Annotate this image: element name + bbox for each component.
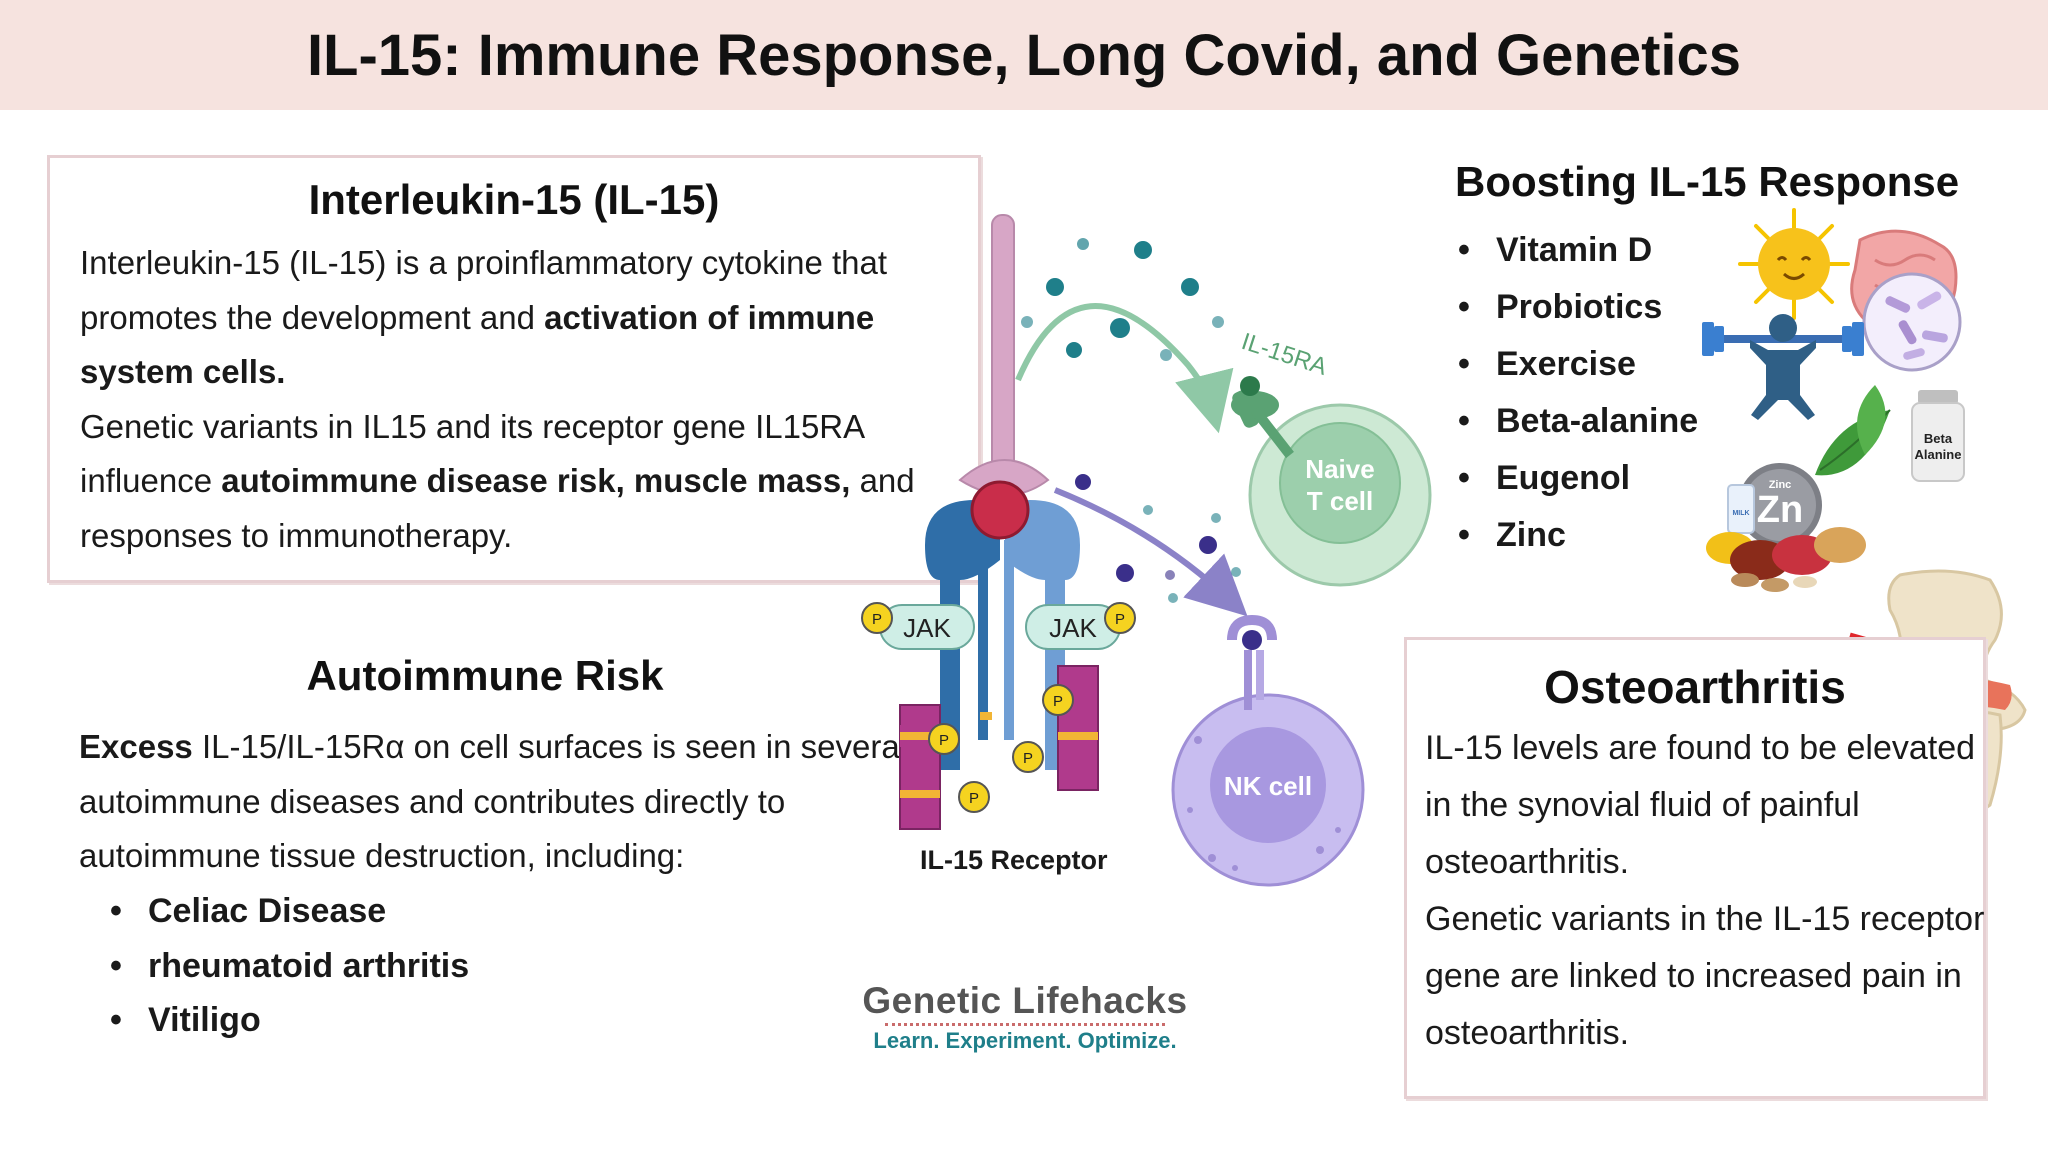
osteoarthritis-box: Osteoarthritis IL-15 levels are found to… <box>1404 637 1986 1099</box>
il15ra-receptor <box>1231 376 1294 459</box>
page-title: IL-15: Immune Response, Long Covid, and … <box>306 22 1742 88</box>
il15-p1-text: Interleukin-15 (IL-15) is a proinflammat… <box>80 244 888 336</box>
list-item: Vitiligo <box>110 993 469 1048</box>
il15-molecules-purple <box>1075 474 1217 582</box>
list-item: rheumatoid arthritis <box>110 939 469 994</box>
zinc-small-label: Zinc <box>1769 479 1792 491</box>
autoimmune-bold-lead: Excess <box>79 728 193 765</box>
list-item: Eugenol <box>1458 450 1698 507</box>
naive-t-cell: Naive T cell <box>1248 403 1432 587</box>
il15-p2-bold: autoimmune disease risk, muscle mass, <box>221 462 851 499</box>
sun-icon <box>1738 208 1850 320</box>
boosting-illustrations: Beta Alanine Zinc Zn MILK <box>1702 208 1965 592</box>
il15-receptor-alpha-chain <box>958 214 1050 496</box>
exercise-icon <box>1702 314 1864 420</box>
jak-left: JAK <box>879 604 975 650</box>
il15-molecules <box>1021 238 1241 603</box>
jak-left-label: JAK <box>903 613 951 643</box>
phosphate-label: P <box>1053 693 1063 710</box>
phosphate-label: P <box>1115 611 1125 628</box>
phosphate-label: P <box>872 611 882 628</box>
bottle-label-line2: Alanine <box>1915 447 1962 462</box>
logo-tagline: Learn. Experiment. Optimize. <box>873 1028 1177 1053</box>
logo-divider <box>885 1022 1165 1026</box>
zinc-icon: Zinc Zn <box>1738 463 1822 547</box>
il15-box-title: Interleukin-15 (IL-15) <box>308 176 720 223</box>
il15-receptor-label: IL-15 Receptor <box>920 845 1108 875</box>
naive-tcell-label-line1: Naive <box>1305 454 1374 484</box>
boosting-title: Boosting IL-15 Response <box>1455 158 1960 205</box>
autoimmune-description: Excess IL-15/IL-15Rα on cell surfaces is… <box>79 720 919 884</box>
zinc-symbol: Zn <box>1757 489 1803 531</box>
autoimmune-title: Autoimmune Risk <box>306 652 664 699</box>
supplement-bottle-icon: Beta Alanine <box>1911 390 1965 482</box>
naive-tcell-label-line2: T cell <box>1307 486 1373 516</box>
nk-cell-label: NK cell <box>1224 771 1312 801</box>
stat-kinase-left <box>899 704 941 830</box>
il15-p2-end: and responses to immunotherapy. <box>80 462 915 554</box>
bottle-label-line1: Beta <box>1924 431 1953 446</box>
phosphate-icons: P P P P P P <box>861 602 1136 813</box>
nk-receptor <box>1227 614 1277 710</box>
boosting-list: Vitamin D Probiotics Exercise Beta-alani… <box>1458 222 1698 564</box>
list-item: Exercise <box>1458 336 1698 393</box>
list-item: Beta-alanine <box>1458 393 1698 450</box>
autoimmune-disease-list: Celiac Disease rheumatoid arthritis Viti… <box>110 884 469 1048</box>
phosphate-label: P <box>1023 750 1033 767</box>
phosphate-label: P <box>939 732 949 749</box>
phosphate-label: P <box>969 790 979 807</box>
il15-ligand <box>970 480 1030 540</box>
list-item: Vitamin D <box>1458 222 1698 279</box>
logo-name: Genetic Lifehacks <box>862 980 1188 1021</box>
nk-cell: NK cell <box>1171 693 1365 887</box>
osteoarthritis-p2: Genetic variants in the IL-15 receptor g… <box>1425 900 1985 1052</box>
osteoarthritis-description: IL-15 levels are found to be elevated in… <box>1425 720 1985 1062</box>
list-item: Zinc <box>1458 507 1698 564</box>
stat-kinase-right <box>980 665 1099 791</box>
basil-leaf-icon <box>1815 385 1891 476</box>
osteoarthritis-title: Osteoarthritis <box>1544 661 1846 713</box>
list-item: Celiac Disease <box>110 884 469 939</box>
arrow-to-tcell <box>1015 303 1234 434</box>
il15ra-label: IL-15RA <box>1238 328 1330 381</box>
arrow-to-nkcell <box>1053 487 1248 617</box>
osteoarthritis-p1: IL-15 levels are found to be elevated in… <box>1425 729 1976 881</box>
il15-p2-text: Genetic variants in IL15 and its recepto… <box>80 407 864 500</box>
il15-signaling-diagram: JAK JAK P P P P P P IL-15RA Naive T cell <box>861 214 1432 887</box>
list-item: Probiotics <box>1458 279 1698 336</box>
autoimmune-text: IL-15/IL-15Rα on cell surfaces is seen i… <box>79 728 908 874</box>
milk-icon: MILK <box>1727 484 1755 534</box>
jak-right-label: JAK <box>1049 613 1097 643</box>
il15-p1-bold: activation of immune system cells. <box>80 298 875 391</box>
milk-label: MILK <box>1732 510 1749 517</box>
genetic-lifehacks-logo: Genetic Lifehacks Learn. Experiment. Opt… <box>800 980 1250 1054</box>
food-icon <box>1706 527 1866 592</box>
il15-info-box: Interleukin-15 (IL-15) Interleukin-15 (I… <box>47 155 981 583</box>
header-banner: IL-15: Immune Response, Long Covid, and … <box>0 0 2048 110</box>
jak-right: JAK <box>1025 604 1121 650</box>
il15-description: Interleukin-15 (IL-15) is a proinflammat… <box>80 236 970 563</box>
probiotics-icon <box>1862 272 1962 372</box>
